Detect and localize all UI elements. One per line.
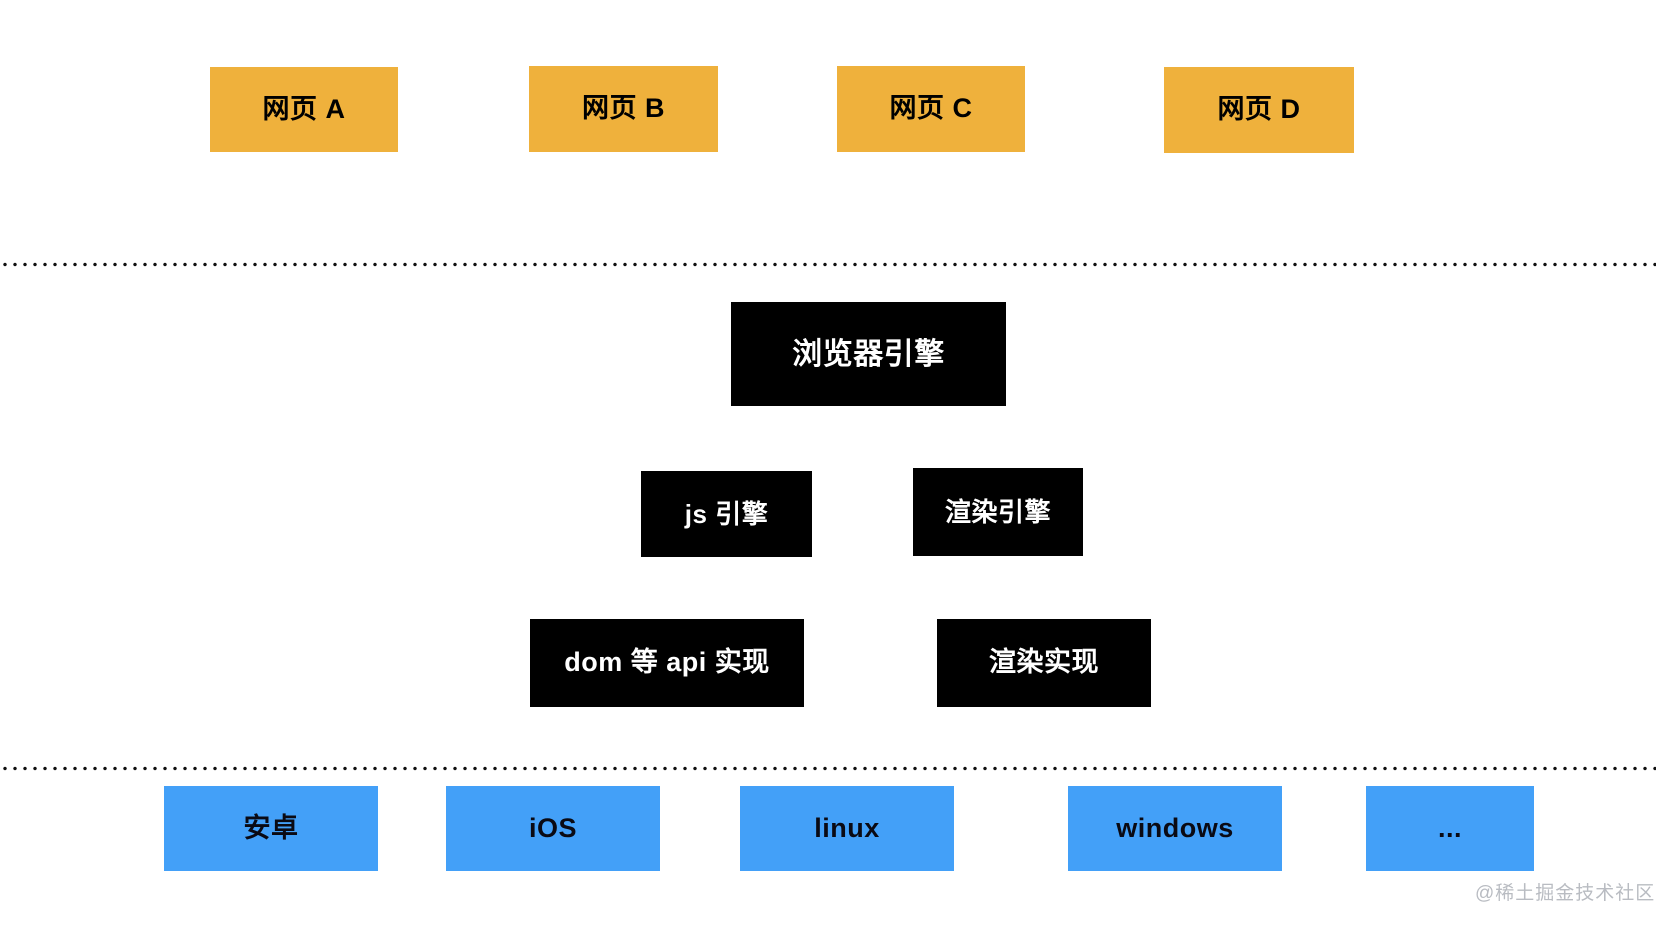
os-box-label: 安卓 bbox=[243, 812, 299, 843]
os-box-label: iOS bbox=[528, 812, 577, 843]
engine-box-label: 渲染引擎 bbox=[944, 496, 1051, 527]
engine-box-3[interactable]: dom 等 api 实现 bbox=[530, 619, 804, 707]
engine-box-2[interactable]: 渲染引擎 bbox=[913, 468, 1083, 556]
web-page-box-label: 网页 A bbox=[262, 93, 346, 124]
os-box-2[interactable]: linux bbox=[740, 786, 954, 871]
web-engine-divider bbox=[0, 262, 1656, 267]
os-box-0[interactable]: 安卓 bbox=[164, 786, 378, 871]
os-box-3[interactable]: windows bbox=[1068, 786, 1282, 871]
engine-box-1[interactable]: js 引擎 bbox=[641, 471, 812, 557]
web-page-box-label: 网页 D bbox=[1217, 94, 1301, 125]
engine-box-4[interactable]: 渲染实现 bbox=[937, 619, 1151, 707]
os-box-4[interactable]: ... bbox=[1366, 786, 1534, 871]
web-page-box-label: 网页 B bbox=[582, 93, 665, 124]
engine-box-label: 浏览器引擎 bbox=[792, 337, 945, 371]
web-page-box-label: 网页 C bbox=[889, 93, 973, 124]
os-box-label: windows bbox=[1116, 812, 1234, 843]
watermark: @稀土掘金技术社区 bbox=[1475, 883, 1656, 904]
web-page-box-2[interactable]: 网页 C bbox=[837, 66, 1025, 152]
web-page-box-0[interactable]: 网页 A bbox=[210, 67, 398, 152]
os-box-1[interactable]: iOS bbox=[446, 786, 660, 871]
engine-box-label: js 引擎 bbox=[684, 498, 769, 529]
engine-box-label: 渲染实现 bbox=[989, 647, 1099, 678]
engine-box-0[interactable]: 浏览器引擎 bbox=[731, 302, 1006, 406]
os-box-label: linux bbox=[814, 812, 880, 843]
web-page-box-3[interactable]: 网页 D bbox=[1164, 67, 1354, 153]
os-box-label: ... bbox=[1437, 812, 1462, 843]
engine-box-label: dom 等 api 实现 bbox=[564, 647, 770, 678]
web-page-box-1[interactable]: 网页 B bbox=[529, 66, 718, 152]
engine-os-divider bbox=[0, 766, 1656, 771]
